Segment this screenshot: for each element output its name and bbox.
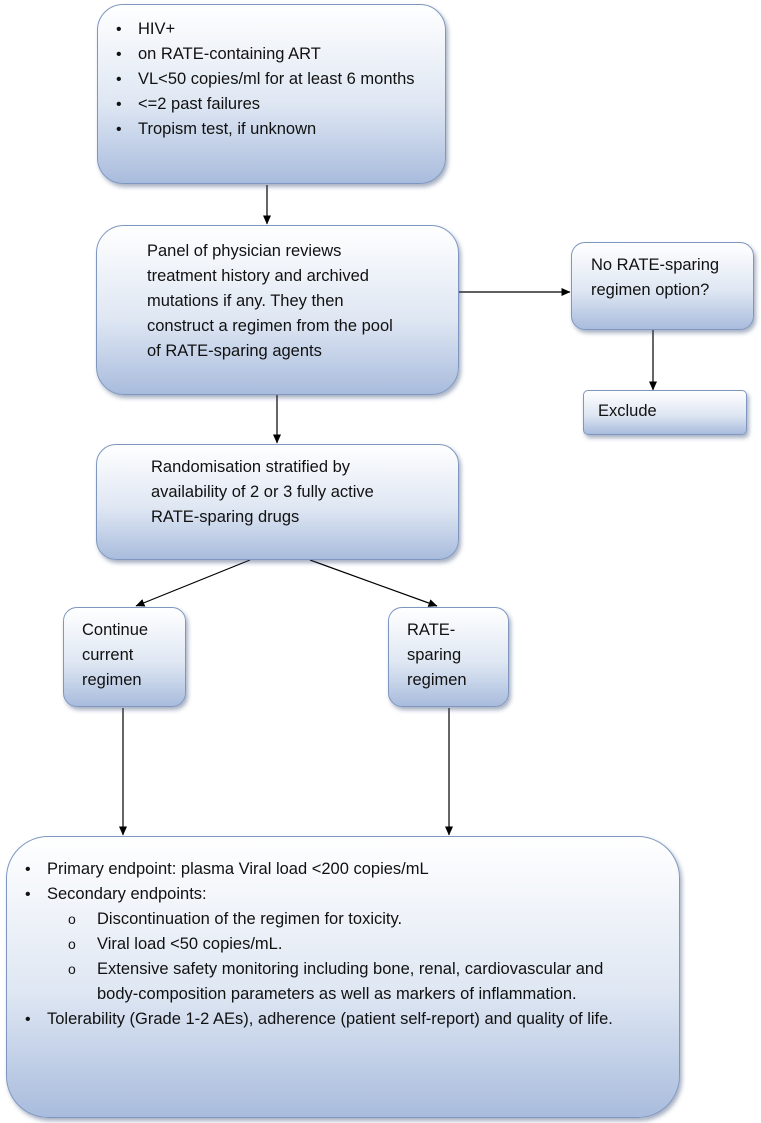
exclude-box: Exclude [583, 390, 747, 435]
endpoints-box: Primary endpoint: plasma Viral load <200… [6, 836, 680, 1118]
continue-regimen-box: Continue current regimen [63, 607, 186, 707]
secondary-endpoints: Secondary endpoints: Discontinuation of … [7, 882, 639, 1007]
secondary-endpoint-item: Viral load <50 copies/mL. [7, 932, 639, 957]
exclude-text: Exclude [598, 402, 657, 420]
endpoints-list: Primary endpoint: plasma Viral load <200… [7, 857, 639, 1032]
secondary-endpoints-list: Discontinuation of the regimen for toxic… [7, 907, 639, 1007]
primary-endpoint-text: Primary endpoint: plasma Viral load <200… [47, 860, 429, 878]
inclusion-criteria-box: HIV+ on RATE-containing ART VL<50 copies… [97, 4, 446, 184]
tolerability-endpoint: Tolerability (Grade 1-2 AEs), adherence … [7, 1007, 639, 1032]
primary-endpoint: Primary endpoint: plasma Viral load <200… [7, 857, 639, 882]
rate-sparing-regimen-box: RATE- sparing regimen [388, 607, 509, 707]
rate-sparing-regimen-text: RATE- sparing regimen [407, 621, 467, 689]
no-option-box: No RATE-sparing regimen option? [571, 242, 754, 330]
panel-review-box: Panel of physician reviews treatment his… [96, 225, 459, 395]
tolerability-endpoint-text: Tolerability (Grade 1-2 AEs), adherence … [47, 1010, 613, 1028]
secondary-endpoint-item: Extensive safety monitoring including bo… [7, 957, 639, 1007]
no-option-text: No RATE-sparing regimen option? [591, 256, 720, 299]
continue-regimen-text: Continue current regimen [82, 621, 149, 689]
secondary-endpoints-label: Secondary endpoints: [47, 885, 207, 903]
criterion-item: <=2 past failures [98, 92, 435, 117]
arrow-randomisation-to-sparing [309, 559, 438, 607]
panel-review-text: Panel of physician reviews treatment his… [147, 242, 393, 360]
criterion-item: on RATE-containing ART [98, 42, 435, 67]
randomisation-box: Randomisation stratified by availability… [96, 444, 459, 560]
randomisation-text: Randomisation stratified by availability… [151, 458, 374, 526]
criterion-item: Tropism test, if unknown [98, 117, 435, 142]
inclusion-criteria-list: HIV+ on RATE-containing ART VL<50 copies… [98, 17, 435, 142]
criterion-item: VL<50 copies/ml for at least 6 months [98, 67, 435, 92]
secondary-endpoint-item: Discontinuation of the regimen for toxic… [7, 907, 639, 932]
criterion-item: HIV+ [98, 17, 435, 42]
arrow-randomisation-to-continue [135, 559, 251, 607]
